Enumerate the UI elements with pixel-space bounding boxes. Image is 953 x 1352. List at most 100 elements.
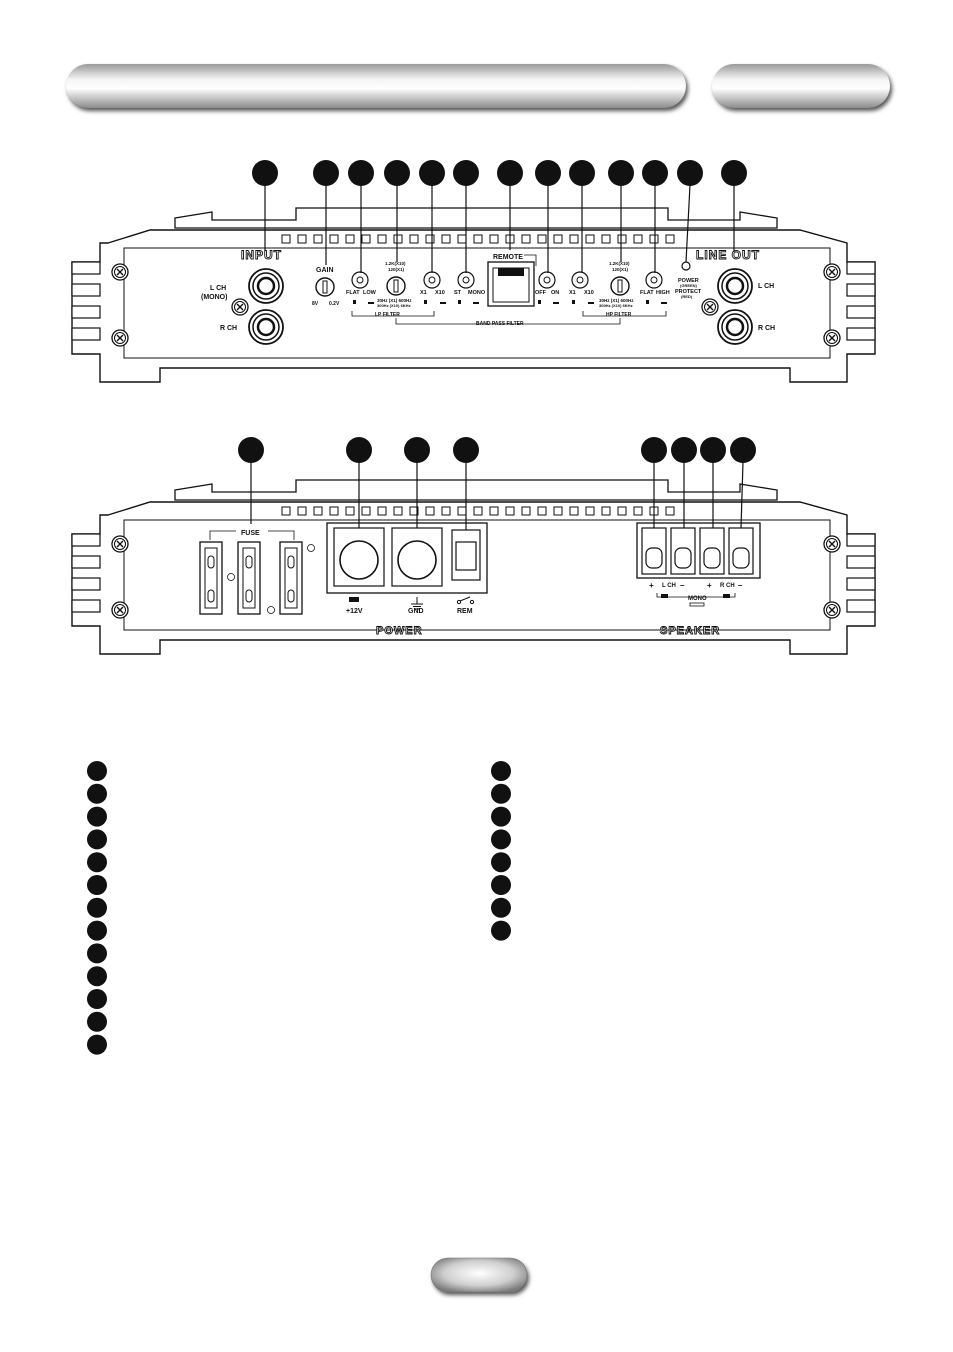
- legend-bullet: [491, 761, 511, 781]
- flat-label: FLAT: [346, 290, 360, 296]
- hp-range-switch[interactable]: [571, 271, 589, 289]
- callout-marker: [404, 437, 430, 463]
- legend-bullet: [491, 829, 511, 850]
- fuse-3[interactable]: [279, 541, 303, 615]
- legend-left-column: [87, 761, 107, 1055]
- l-plus-sign: +: [649, 581, 654, 590]
- low-label: LOW: [363, 290, 377, 296]
- out-r-ch-label: R CH: [758, 325, 775, 332]
- callout-leader: [740, 461, 744, 529]
- lp-range-switch[interactable]: [423, 271, 441, 289]
- plus12v-terminal[interactable]: [333, 527, 385, 587]
- ground-icon: [411, 597, 423, 610]
- high-label: HIGH: [656, 290, 670, 296]
- lp-top-1: 1.2K(X10): [385, 261, 406, 266]
- input-title: INPUT: [241, 248, 282, 262]
- front-callouts: [252, 160, 747, 273]
- lineout-r-rca-jack[interactable]: [716, 308, 754, 346]
- legend-bullet: [87, 852, 107, 873]
- l-ch-label: L CH: [210, 285, 226, 292]
- legend-bullet: [491, 783, 511, 804]
- legend-bullet: [491, 920, 511, 941]
- stereo-mono-switch[interactable]: [457, 271, 475, 289]
- mono-label: (MONO): [201, 294, 227, 301]
- mono-switch-label: MONO: [468, 290, 486, 296]
- r-plus-sign: +: [707, 581, 712, 590]
- x10-label: X10: [435, 290, 445, 296]
- st-label: ST: [454, 290, 462, 296]
- lp-switch[interactable]: [351, 271, 369, 289]
- hp-x10-label: X10: [584, 290, 594, 296]
- input-l-rca-jack[interactable]: [247, 267, 285, 305]
- hp-range-2: 300Hz (X10) 6KHz: [599, 303, 633, 308]
- speaker-terminal-l-plus[interactable]: [641, 527, 667, 575]
- protect-sub: (RED): [681, 294, 693, 299]
- r-minus-sign: –: [738, 581, 743, 590]
- legend-bullet: [87, 966, 107, 987]
- callout-marker: [569, 160, 595, 186]
- gnd-label: GND: [408, 608, 424, 615]
- hp-x1-label: X1: [569, 290, 576, 296]
- lp-range-1: 30Hz (X1) 600Hz: [377, 298, 412, 303]
- screw-icon: [701, 298, 719, 316]
- gnd-terminal[interactable]: [391, 527, 443, 587]
- hp-top-1: 1.2K(X10): [609, 261, 630, 266]
- callout-marker: [730, 437, 756, 463]
- screw-icon: [823, 263, 841, 281]
- lp-filter-label: LP FILTER: [375, 312, 400, 318]
- front-panel: INPUT LINE OUT L CH (MONO) R CH L CH R C…: [71, 160, 876, 383]
- line-out-title: LINE OUT: [696, 248, 760, 262]
- hp-switch[interactable]: [645, 271, 663, 289]
- screw-icon: [823, 535, 841, 553]
- callout-marker: [346, 437, 372, 463]
- l-minus-sign: –: [680, 581, 685, 590]
- switch-icon: [456, 596, 475, 605]
- gain-max-label: 0.2V: [329, 301, 340, 307]
- legend-bullet: [491, 875, 511, 895]
- rear-callouts: [238, 437, 756, 530]
- fuse-1[interactable]: [199, 541, 223, 615]
- callout-marker: [641, 437, 667, 463]
- hp-flat-label: FLAT: [640, 290, 654, 296]
- speaker-mono-label: MONO: [688, 596, 707, 602]
- screw-icon: [231, 298, 249, 316]
- remote-label: REMOTE: [493, 254, 523, 261]
- page-number-pill: [430, 1257, 529, 1295]
- hp-freq-knob[interactable]: [610, 276, 630, 296]
- callout-marker: [453, 437, 479, 463]
- r-ch-label: R CH: [220, 325, 237, 332]
- callout-marker: [348, 160, 374, 186]
- legend-bullet: [87, 943, 107, 964]
- speaker-terminal-r-minus[interactable]: [728, 527, 754, 575]
- lp-freq-knob[interactable]: [386, 276, 406, 296]
- legend-bullet: [87, 989, 107, 1009]
- battery-icon: [349, 597, 359, 602]
- remote-switch[interactable]: [538, 271, 556, 289]
- band-pass-label: BAND PASS FILTER: [476, 321, 524, 327]
- input-r-rca-jack[interactable]: [247, 308, 285, 346]
- callout-leader: [685, 184, 691, 263]
- screw-icon: [823, 601, 841, 619]
- callout-marker: [700, 437, 726, 463]
- callout-marker: [677, 160, 703, 186]
- gain-knob[interactable]: [315, 277, 335, 297]
- header-bar-left: [66, 64, 688, 111]
- callout-marker: [313, 160, 339, 186]
- out-l-ch-label: L CH: [758, 283, 774, 290]
- callout-marker: [497, 160, 523, 186]
- speaker-r-ch-label: R CH: [720, 583, 735, 589]
- legend-bullet: [491, 852, 511, 873]
- speaker-terminal-r-plus[interactable]: [699, 527, 725, 575]
- lineout-l-rca-jack[interactable]: [716, 267, 754, 305]
- rem-terminal[interactable]: [451, 529, 481, 581]
- fuse-label: FUSE: [241, 530, 260, 537]
- header-bar-right: [712, 64, 892, 111]
- callout-marker: [642, 160, 668, 186]
- fuse-2[interactable]: [237, 541, 261, 615]
- hp-top-2: 120(X1): [612, 267, 629, 272]
- screw-icon: [111, 601, 129, 619]
- power-led-icon: [681, 261, 691, 271]
- x1-label: X1: [420, 290, 427, 296]
- speaker-l-ch-label: L CH: [662, 583, 676, 589]
- speaker-terminal-l-minus[interactable]: [670, 527, 696, 575]
